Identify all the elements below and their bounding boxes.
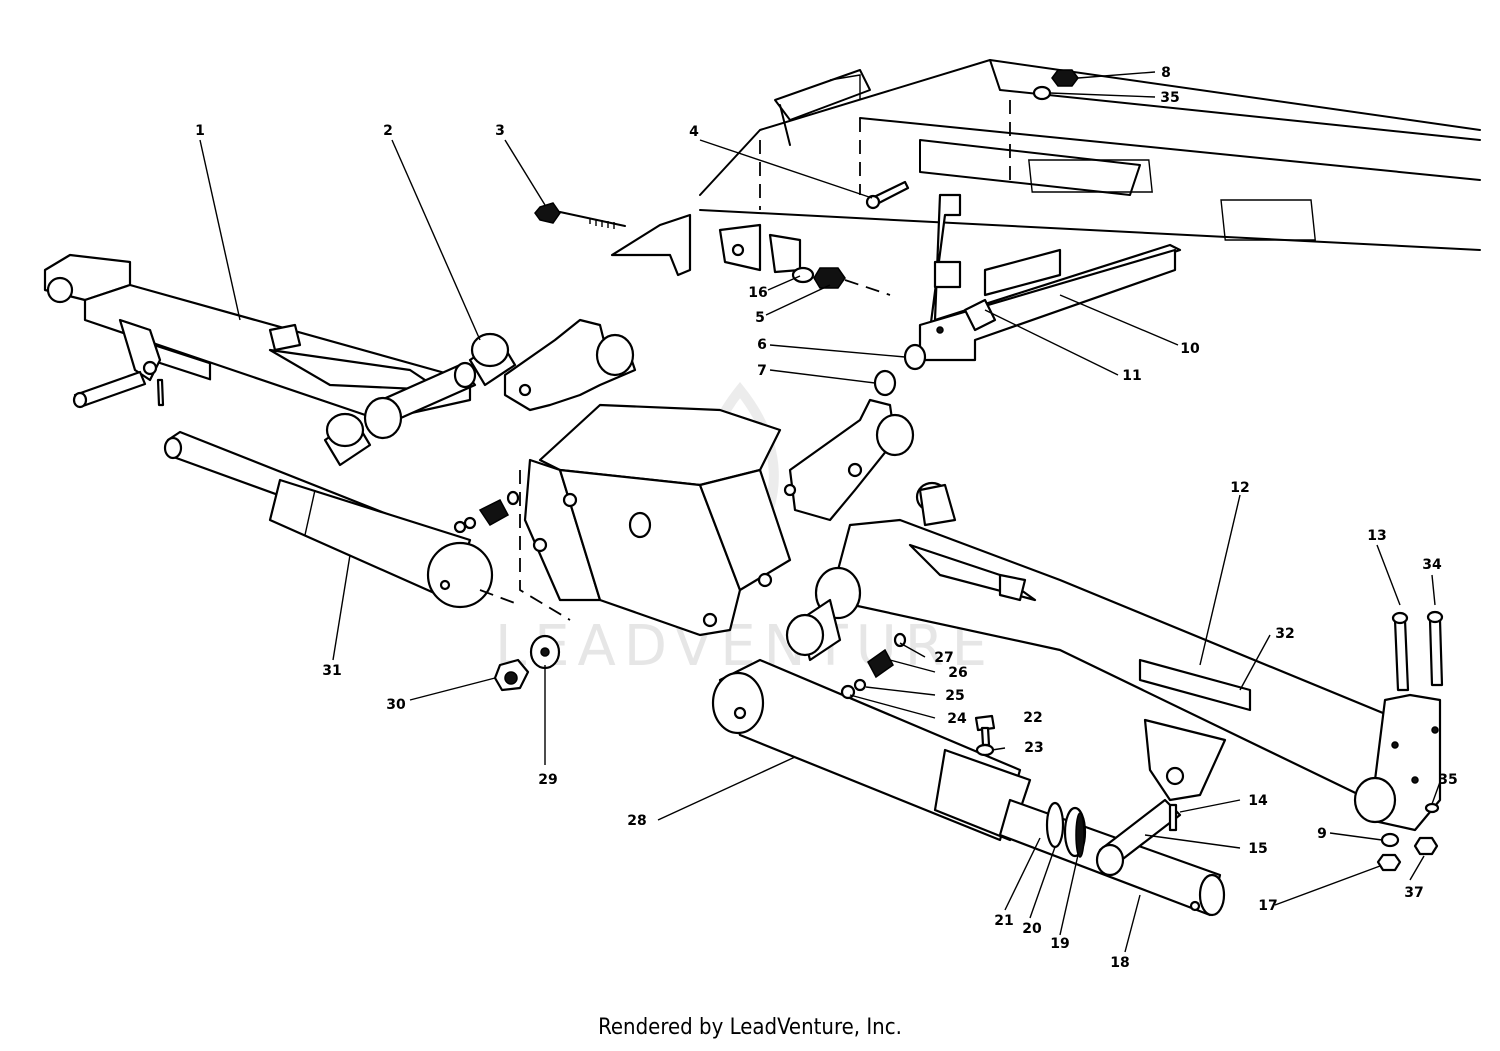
callout-34: 34 (1422, 557, 1442, 573)
callout-24: 24 (947, 711, 967, 727)
front-bracket (918, 193, 1182, 362)
bushing-2 (323, 332, 517, 467)
callout-28: 28 (627, 813, 646, 829)
callout-35b: 35 (1438, 772, 1457, 788)
callout-9: 9 (1317, 826, 1327, 842)
pivot-bracket (610, 213, 891, 296)
bolt-3 (534, 202, 626, 229)
callout-10: 10 (1180, 341, 1200, 357)
grease-fitting-left (453, 490, 520, 534)
callout-27: 27 (934, 650, 953, 666)
spindle-left (163, 430, 521, 609)
callout-4: 4 (689, 124, 699, 140)
axle-bracket (503, 318, 915, 637)
tractor-frame (699, 59, 1481, 251)
callout-31: 31 (322, 663, 341, 679)
callout-26: 26 (948, 665, 967, 681)
callout-13: 13 (1367, 528, 1386, 544)
callout-23: 23 (1024, 740, 1043, 756)
bolt-4 (865, 180, 910, 210)
callout-7: 7 (757, 363, 767, 379)
axle-arm-right (785, 481, 1442, 832)
callout-14: 14 (1248, 793, 1268, 809)
nut-8 (1032, 69, 1079, 101)
callouts: 1 2 3 4 8 35 16 5 6 7 10 11 12 13 34 32 … (195, 65, 1458, 971)
callout-35a: 35 (1160, 90, 1179, 106)
callout-15: 15 (1248, 841, 1267, 857)
callout-16: 16 (748, 285, 767, 301)
callout-32: 32 (1275, 626, 1294, 642)
callout-25: 25 (945, 688, 964, 704)
callout-30: 30 (386, 697, 406, 713)
callout-12: 12 (1230, 480, 1249, 496)
footer-credit: Rendered by LeadVenture, Inc. (598, 1015, 902, 1040)
callout-17: 17 (1258, 898, 1277, 914)
callout-5: 5 (755, 310, 765, 326)
callout-37: 37 (1404, 885, 1423, 901)
spindle-right (711, 658, 1226, 917)
bolts-13-34 (1391, 610, 1444, 692)
callout-20: 20 (1022, 921, 1042, 937)
callout-1: 1 (195, 123, 205, 139)
callout-29: 29 (538, 772, 557, 788)
callout-8: 8 (1161, 65, 1171, 81)
callout-11: 11 (1122, 368, 1141, 384)
leader-lines (199, 71, 1441, 953)
callout-6: 6 (757, 337, 767, 353)
callout-3: 3 (495, 123, 505, 139)
washer-nut-29-30 (493, 634, 561, 692)
callout-19: 19 (1050, 936, 1069, 952)
axle-arm-left (43, 253, 477, 440)
callout-2: 2 (383, 123, 393, 139)
grease-fitting-right (840, 632, 907, 700)
callout-21: 21 (994, 913, 1013, 929)
callout-22: 22 (1023, 710, 1042, 726)
callout-18: 18 (1110, 955, 1129, 971)
nuts-right (1376, 802, 1440, 872)
washers-6-7 (873, 343, 927, 397)
